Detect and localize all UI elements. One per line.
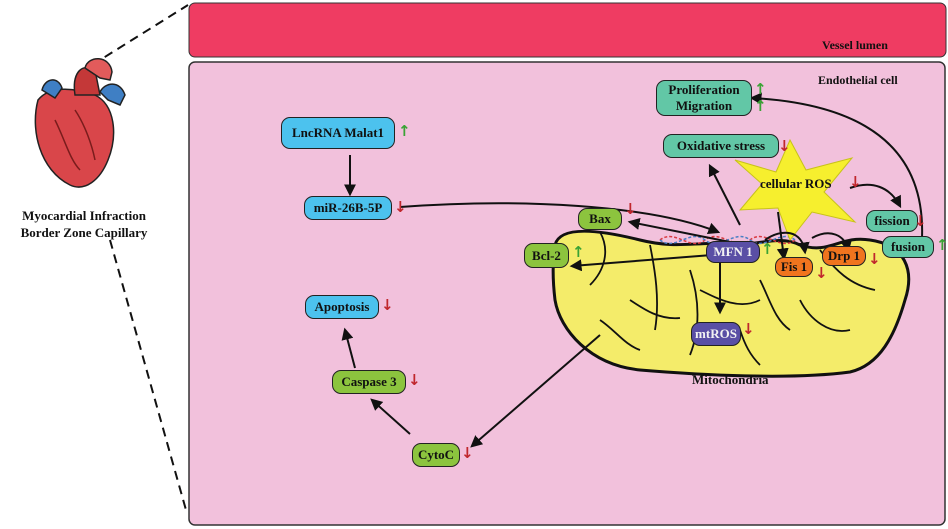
cellular-ros-label: cellular ROS [760,176,832,191]
mitochondria-shape [551,229,911,378]
drp1-node: Drp 1 [822,246,866,266]
migration-up-arrow: ↑ [754,97,767,115]
proliferation-migration-node: Proliferation Migration [656,80,752,116]
mfn1-node: MFN 1 [706,241,760,263]
oxidative-down-arrow: ↓ [778,137,791,155]
apoptosis-down-arrow: ↓ [381,296,394,314]
bax-down-arrow: ↓ [624,200,637,218]
caspase-3-node: Caspase 3 [332,370,406,394]
zoom-line-bottom [109,239,187,511]
fusion-up-arrow: ↑ [936,236,948,254]
apoptosis-node: Apoptosis [305,295,379,319]
mitochondria-label: Mitochondria [692,372,769,387]
cristae [589,231,876,366]
tissue-label: Myocardial Infraction Border Zone Capill… [4,207,164,241]
migration-text: Migration [675,98,733,113]
oxidative-stress-node: Oxidative stress [663,134,779,158]
mir-down-arrow: ↓ [394,198,407,216]
fis1-down-arrow: ↓ [815,264,828,282]
lncrna-up-arrow: ↑ [398,122,411,140]
lncrna-malat1-node: LncRNA Malat1 [281,117,395,149]
endothelial-cell-label: Endothelial cell [818,73,898,87]
cellular-ros-star [734,138,857,242]
tissue-label-line1: Myocardial Infraction [22,208,146,223]
bax-node: Bax [578,208,622,230]
fusion-node: fusion [882,236,934,258]
zoom-line-top [91,4,189,66]
bcl-2-node: Bcl-2 [524,243,569,268]
caspase-down-arrow: ↓ [408,371,421,389]
fission-node: fission [866,210,918,232]
drp1-down-arrow: ↓ [868,250,881,268]
bcl-2-up-arrow: ↑ [572,243,585,261]
mtros-down-arrow: ↓ [742,320,755,338]
mfn1-up-arrow: ↑ [761,240,774,258]
fis1-node: Fis 1 [775,257,813,277]
tissue-label-line2: Border Zone Capillary [20,225,148,240]
mtros-node: mtROS [691,322,741,346]
ros-down-arrow: ↓ [849,173,862,191]
fission-down-arrow: ↓ [914,212,927,230]
arrows [341,92,924,448]
heart-icon [34,58,126,188]
dna-helix [659,235,796,245]
proliferation-text: Proliferation [668,82,740,97]
mir-26b-node: miR-26B-5P [304,196,392,220]
cytoc-node: CytoC [412,443,460,467]
vessel-lumen [188,2,947,58]
cytoc-down-arrow: ↓ [461,444,474,462]
vessel-lumen-label: Vessel lumen [822,38,888,52]
proliferation-up-arrow: ↑ [754,80,767,98]
